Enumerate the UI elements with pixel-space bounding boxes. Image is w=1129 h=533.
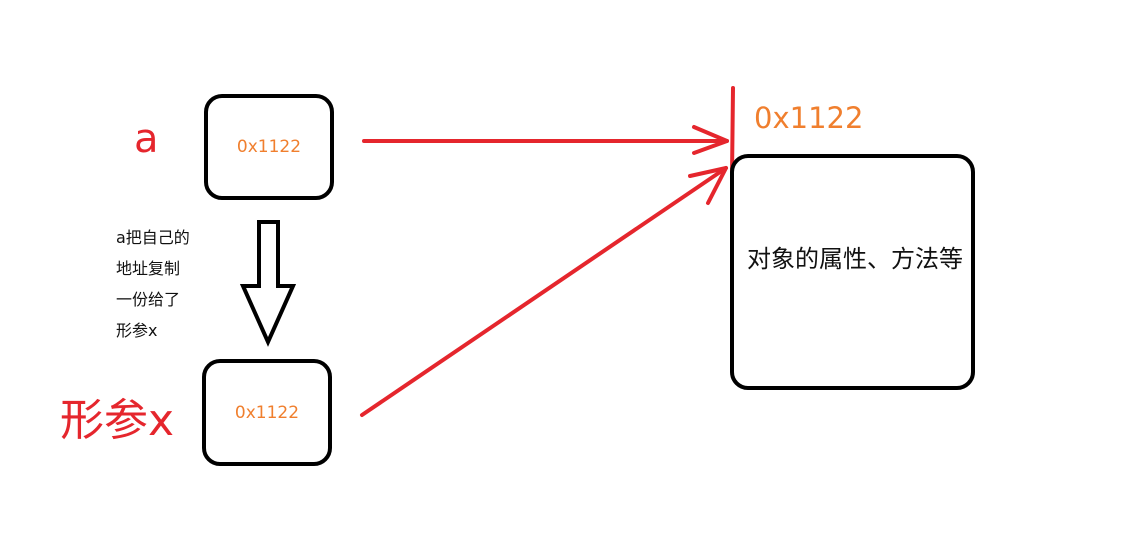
variable-a-address: 0x1122 xyxy=(236,137,302,157)
copy-note-line: 形参x xyxy=(116,321,158,340)
variable-a-box: 0x1122 xyxy=(204,94,334,200)
copy-note-line: a把自己的 xyxy=(116,228,190,247)
copy-arrow xyxy=(239,220,297,347)
param-x-label: 形参x xyxy=(60,395,175,446)
param-x-box: 0x1122 xyxy=(202,359,332,466)
variable-a-label: a xyxy=(134,116,159,162)
object-address-label: 0x1122 xyxy=(754,101,864,135)
copy-note: a把自己的 地址复制 一份给了 形参x xyxy=(116,222,236,346)
copy-note-line: 一份给了 xyxy=(116,290,181,309)
heap-object-content: 对象的属性、方法等 xyxy=(747,245,963,273)
copy-note-line: 地址复制 xyxy=(116,259,181,278)
arrow-x-to-object xyxy=(360,166,728,417)
arrow-x-head xyxy=(688,166,728,205)
param-x-address: 0x1122 xyxy=(234,402,300,423)
heap-object-box xyxy=(730,154,975,390)
arrow-a-head xyxy=(692,125,729,155)
